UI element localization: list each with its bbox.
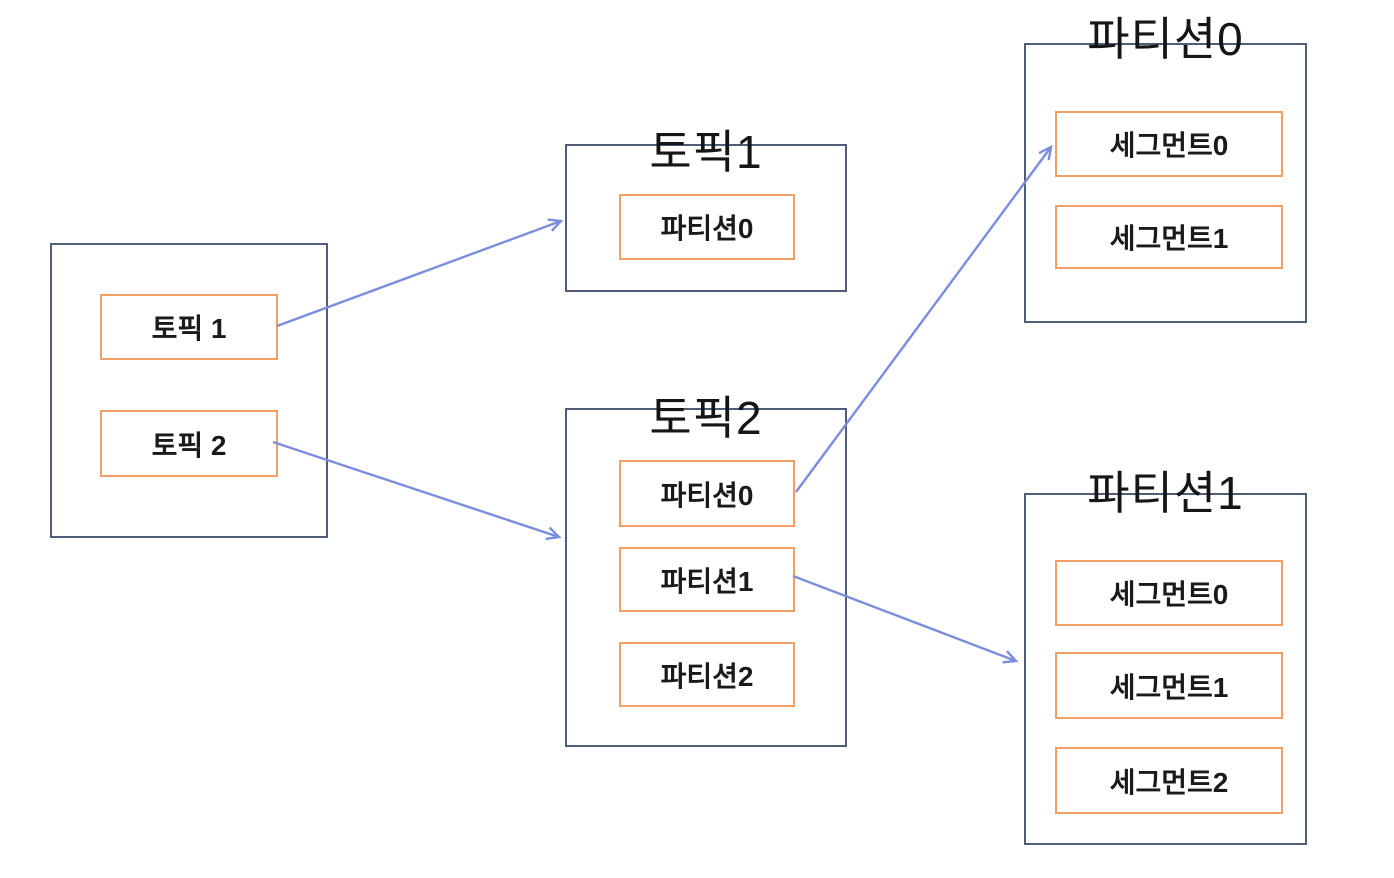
partition0-box: 파티션0 세그먼트0 세그먼트1 <box>1024 13 1307 323</box>
topic-1-node: 토픽 1 <box>100 294 278 360</box>
partition0-box-title: 파티션0 <box>1087 13 1244 65</box>
partition0-segment0-label: 세그먼트0 <box>1109 130 1229 161</box>
topic2-partition2-node: 파티션2 <box>619 642 795 707</box>
topic2-partition0-label: 파티션0 <box>660 479 754 511</box>
topic1-partition0-node: 파티션0 <box>619 194 795 260</box>
partition1-segment1-node: 세그먼트1 <box>1055 652 1283 719</box>
partition0-segment1-label: 세그먼트1 <box>1109 223 1229 254</box>
topic2-partition1-node: 파티션1 <box>619 547 795 612</box>
topic2-partition2-label: 파티션2 <box>660 660 754 692</box>
partition1-box-title: 파티션1 <box>1087 467 1244 519</box>
partition1-segment0-label: 세그먼트0 <box>1109 579 1229 610</box>
topic1-box: 토픽1 파티션0 <box>565 126 847 292</box>
partition1-box: 파티션1 세그먼트0 세그먼트1 세그먼트2 <box>1024 467 1307 845</box>
topic-2-label: 토픽 2 <box>151 429 227 461</box>
partition0-segment1-node: 세그먼트1 <box>1055 205 1283 269</box>
partition1-segment1-label: 세그먼트1 <box>1109 671 1229 703</box>
broker-box: 토픽 1 토픽 2 <box>50 243 328 538</box>
topic2-partition0-node: 파티션0 <box>619 460 795 527</box>
partition1-segment0-node: 세그먼트0 <box>1055 560 1283 626</box>
topic2-box-title: 토픽2 <box>649 392 763 444</box>
topic1-box-title: 토픽1 <box>649 126 763 178</box>
partition1-segment2-label: 세그먼트2 <box>1109 766 1229 798</box>
topic-2-node: 토픽 2 <box>100 410 278 477</box>
topic-1-label: 토픽 1 <box>151 313 227 344</box>
topic2-partition1-label: 파티션1 <box>660 565 754 597</box>
topic1-partition0-label: 파티션0 <box>660 213 754 244</box>
topic2-box: 토픽2 파티션0 파티션1 파티션2 <box>565 392 847 747</box>
partition1-segment2-node: 세그먼트2 <box>1055 747 1283 814</box>
partition0-segment0-node: 세그먼트0 <box>1055 111 1283 177</box>
